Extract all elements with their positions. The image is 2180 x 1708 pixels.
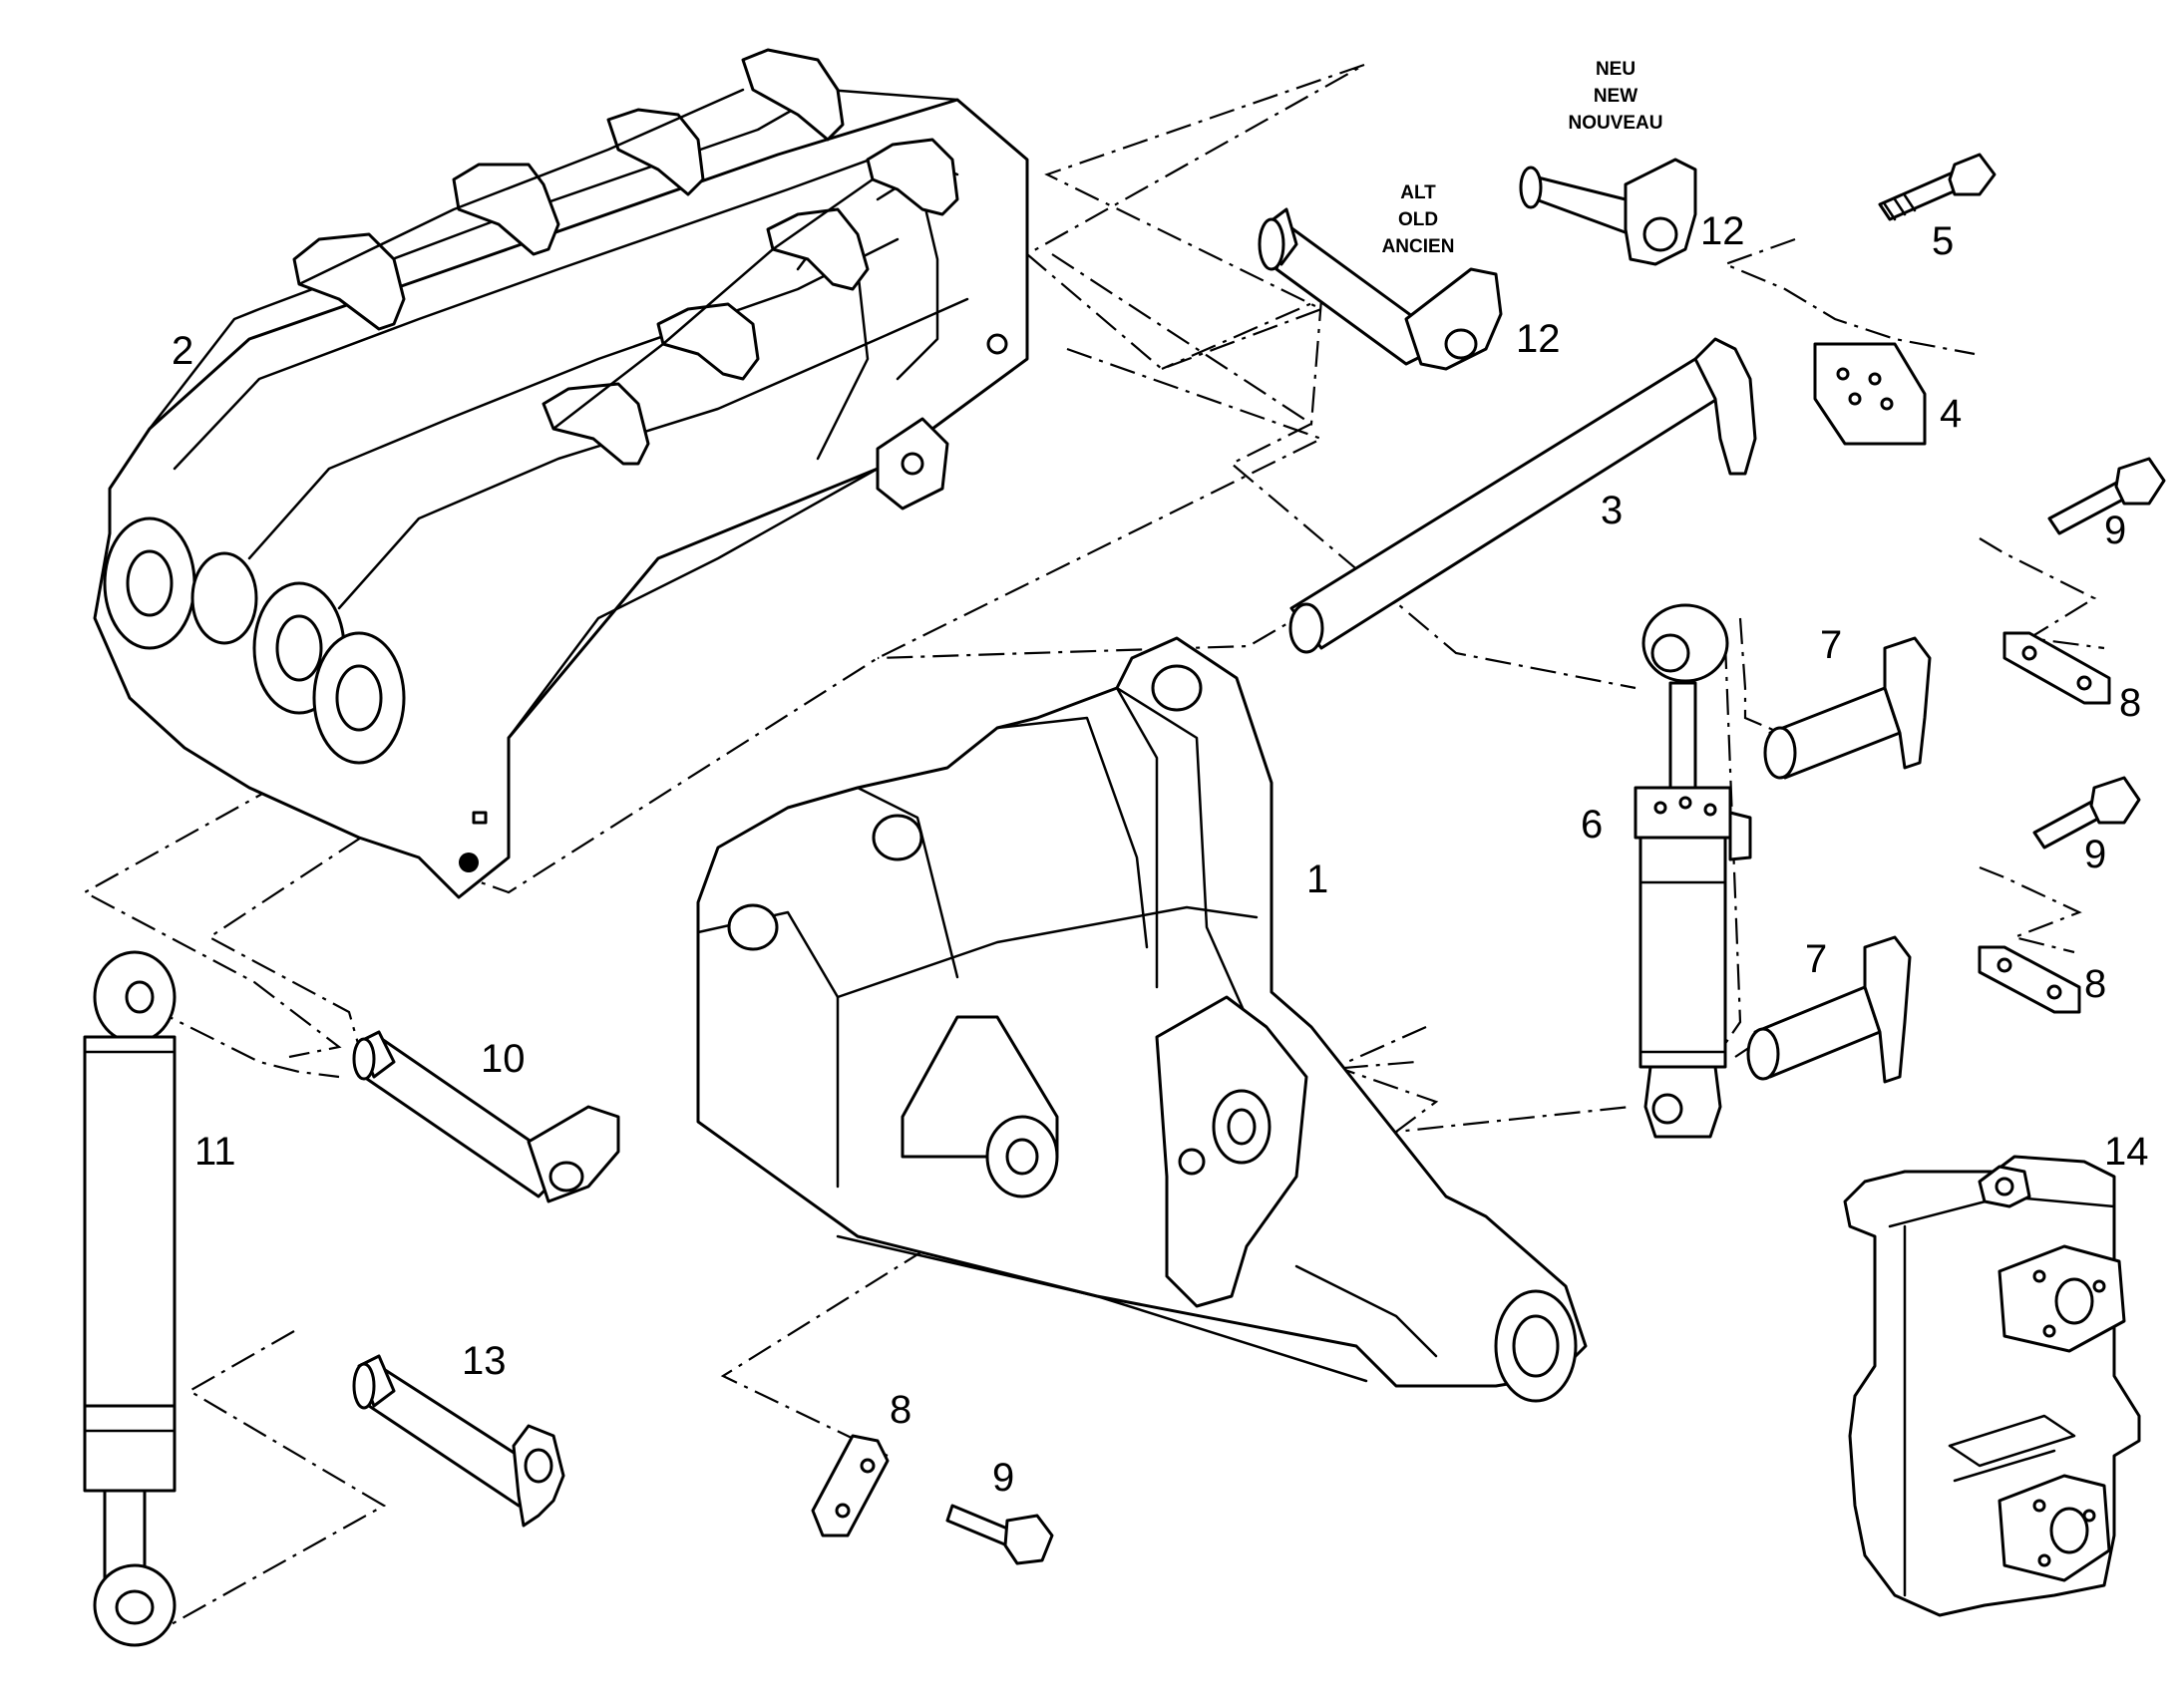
- variant-new-line-2: NEW: [1594, 86, 1637, 107]
- variant-new-line-1: NEU: [1596, 59, 1635, 80]
- callout-1: 1: [1306, 857, 1328, 901]
- callout-5: 5: [1932, 219, 1954, 263]
- callout-4: 4: [1940, 392, 1962, 436]
- callout-11: 11: [194, 1130, 236, 1174]
- callout-7-upper: 7: [1820, 623, 1842, 667]
- part-14-valve-block: [1843, 1155, 2141, 1617]
- part-9-bolt-c: [945, 1504, 1054, 1565]
- callout-12-old: 12: [1516, 317, 1561, 361]
- part-8-plate-b: [1978, 945, 2081, 1014]
- part-12-pin-new: [1519, 158, 1697, 266]
- part-3-shaft: [1288, 337, 1757, 654]
- part-13-pin: [352, 1354, 565, 1528]
- callout-8-upper: 8: [2119, 681, 2141, 725]
- variant-new-line-3: NOUVEAU: [1568, 113, 1662, 134]
- part-11-gas-cylinder: [83, 950, 177, 1647]
- callout-9-upper: 9: [2104, 509, 2126, 552]
- variant-old-line-3: ANCIEN: [1382, 236, 1455, 257]
- callout-9-middle: 9: [2084, 833, 2106, 876]
- callout-8-lower: 8: [890, 1388, 911, 1432]
- part-8-plate-a: [2002, 631, 2111, 705]
- variant-label-old: ALT OLD ANCIEN: [1382, 182, 1455, 257]
- callout-12-new: 12: [1700, 209, 1745, 253]
- part-12-pin-old: [1258, 207, 1503, 371]
- part-2-bucket-head: [93, 48, 1029, 899]
- part-5-bolt: [1878, 153, 1997, 221]
- part-7-pin-b: [1746, 935, 1912, 1084]
- part-9-bolt-b: [2032, 776, 2141, 850]
- part-10-pin: [352, 1030, 620, 1203]
- callout-3: 3: [1601, 489, 1623, 532]
- callout-7-lower: 7: [1805, 937, 1827, 981]
- callout-10: 10: [481, 1037, 526, 1081]
- callout-14: 14: [2104, 1130, 2149, 1174]
- part-7-pin-a: [1763, 636, 1932, 780]
- variant-label-new: NEU NEW NOUVEAU: [1568, 59, 1662, 134]
- variant-old-line-2: OLD: [1398, 209, 1438, 230]
- callout-6: 6: [1581, 803, 1603, 847]
- part-1-main-frame: [696, 636, 1588, 1403]
- callout-13: 13: [462, 1339, 507, 1383]
- callout-2: 2: [172, 329, 193, 373]
- callout-9-lower: 9: [992, 1456, 1014, 1500]
- part-6-cylinder: [1634, 603, 1752, 1139]
- variant-old-line-1: ALT: [1400, 182, 1436, 203]
- callout-numbers: 1 2 3 4 5 6 7 7 8 8 8 9 9 9 10 11 12 12 …: [172, 209, 2149, 1500]
- part-4-plate: [1813, 342, 1927, 446]
- part-9-bolt-a: [2047, 457, 2166, 535]
- bucket-teeth: [292, 48, 959, 466]
- callout-8-middle: 8: [2084, 962, 2106, 1006]
- part-8-plate-c: [811, 1434, 890, 1537]
